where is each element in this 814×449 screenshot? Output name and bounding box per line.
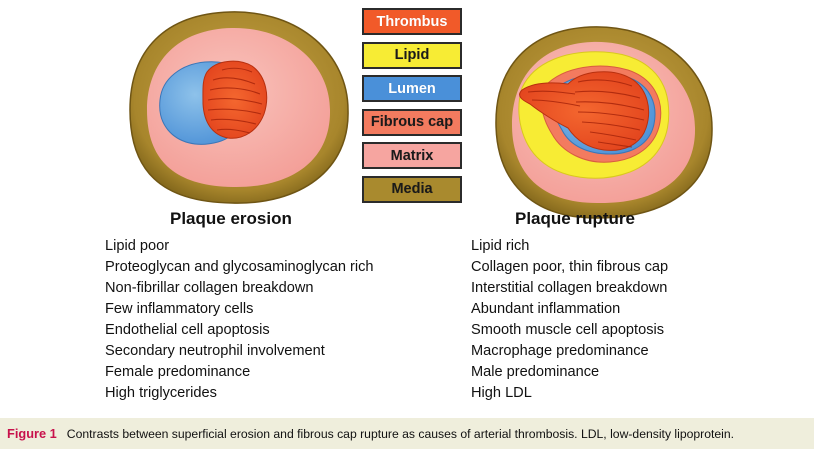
list-item: Abundant inflammation (471, 301, 621, 317)
caption-text: Contrasts between superficial erosion an… (66, 426, 735, 441)
erosion-title: Plaque erosion (170, 209, 292, 228)
list-item: Endothelial cell apoptosis (105, 322, 270, 338)
list-item: Non-fibrillar collagen breakdown (105, 280, 314, 296)
list-item: Few inflammatory cells (105, 301, 254, 317)
legend-item-matrix: Matrix (362, 142, 462, 169)
list-item: High LDL (471, 385, 532, 401)
legend-label: Media (391, 181, 433, 197)
legend: Thrombus Lipid Lumen Fibrous cap Matrix … (362, 8, 468, 209)
legend-label: Lumen (388, 80, 436, 97)
list-item: High triglycerides (105, 385, 217, 401)
legend-item-lipid: Lipid (362, 41, 462, 69)
list-item: Collagen poor, thin fibrous cap (471, 259, 669, 275)
legend-item-fibrous-cap: Fibrous cap (362, 108, 462, 136)
list-item: Proteoglycan and glycosaminoglycan rich (105, 259, 374, 275)
list-item: Lipid poor (105, 238, 170, 254)
erosion-artery (129, 11, 349, 204)
list-item: Lipid rich (471, 238, 530, 254)
erosion-list: Lipid poor Proteoglycan and glycosaminog… (105, 236, 374, 404)
legend-item-lumen: Lumen (362, 75, 462, 102)
list-item: Secondary neutrophil involvement (105, 343, 325, 359)
rupture-artery (495, 26, 713, 219)
legend-label: Lipid (394, 47, 430, 63)
figure: Thrombus Lipid Lumen Fibrous cap Matrix … (105, 8, 713, 404)
legend-label: Thrombus (376, 13, 448, 30)
figure-label: Figure 1 (7, 426, 57, 441)
legend-label: Fibrous cap (370, 114, 454, 130)
list-item: Smooth muscle cell apoptosis (471, 322, 665, 338)
list-item: Male predominance (471, 364, 600, 380)
legend-item-media: Media (362, 175, 462, 203)
artery-diagram (129, 11, 713, 219)
list-item: Female predominance (105, 364, 251, 380)
list-item: Interstitial collagen breakdown (471, 280, 668, 296)
legend-item-thrombus: Thrombus (362, 8, 462, 35)
rupture-title: Plaque rupture (515, 209, 635, 228)
rupture-list: Lipid rich Collagen poor, thin fibrous c… (471, 236, 668, 404)
list-item: Macrophage predominance (471, 343, 649, 359)
figure-caption: Figure 1 Contrasts between superficial e… (0, 418, 814, 449)
legend-label: Matrix (390, 147, 434, 164)
